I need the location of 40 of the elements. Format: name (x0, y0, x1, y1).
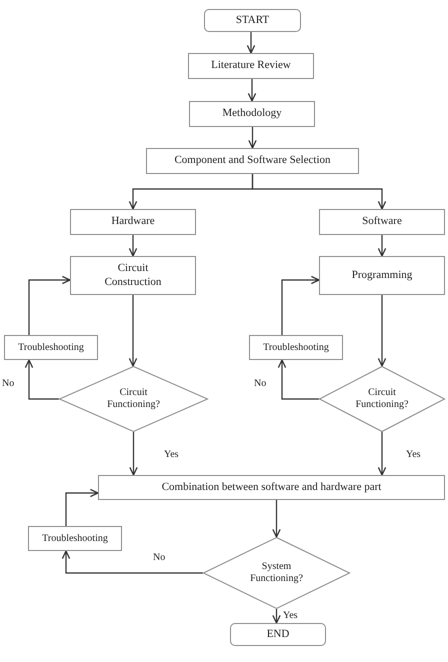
arrow (28, 276, 71, 335)
process-box: Troubleshooting (249, 335, 343, 360)
edge-label: Yes (163, 449, 180, 460)
arrow (246, 32, 256, 54)
process-box: Circuit Construction (70, 256, 196, 295)
process-box: Combination between software and hardware part (98, 475, 445, 500)
decision-diamond: Circuit Functioning? (319, 366, 445, 432)
process-box: Troubleshooting (4, 335, 98, 360)
terminal-box: START (204, 9, 301, 32)
arrow (378, 295, 386, 367)
arrow (128, 295, 138, 367)
arrow (272, 500, 281, 538)
arrow (378, 235, 386, 257)
decision-diamond: System Functioning? (203, 537, 350, 609)
process-box: Methodology (189, 101, 315, 127)
process-box: Software (319, 209, 445, 235)
process-box: Component and Software Selection (146, 148, 359, 174)
edge-label: No (1, 378, 16, 389)
arrow (128, 235, 138, 257)
process-box: Hardware (70, 209, 196, 235)
process-box: Programming (319, 256, 445, 295)
arrow (129, 432, 138, 476)
decision-diamond: Circuit Functioning? (59, 366, 208, 432)
process-box: Literature Review (188, 53, 314, 79)
arrow (378, 432, 386, 476)
edge-label: No (152, 552, 166, 563)
arrow (248, 79, 256, 102)
terminal-box: END (230, 623, 326, 646)
arrow (252, 174, 386, 210)
arrow (248, 127, 257, 149)
edge-label: Yes (282, 610, 299, 621)
arrow (24, 359, 59, 400)
process-box: Troubleshooting (28, 526, 122, 551)
edge-label: Yes (405, 449, 422, 460)
arrow (278, 359, 319, 400)
arrow (272, 609, 281, 624)
arrow (281, 276, 320, 335)
arrow (65, 488, 99, 526)
arrow (62, 550, 203, 574)
edge-label: No (253, 378, 268, 389)
